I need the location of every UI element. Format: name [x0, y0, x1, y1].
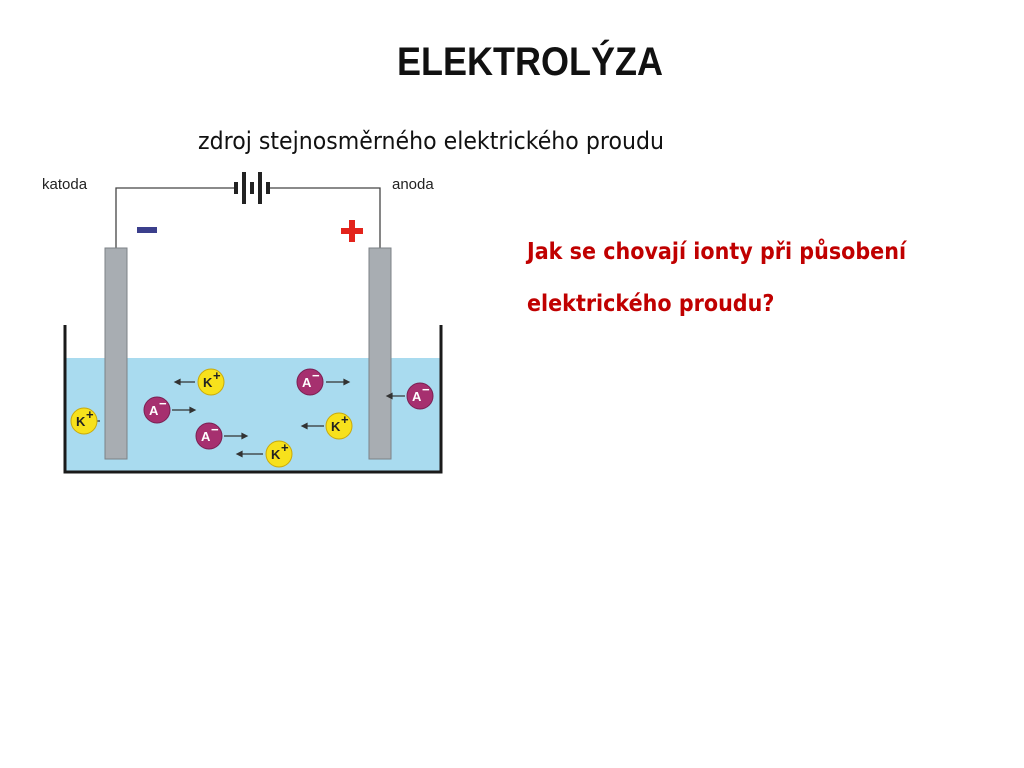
electrolysis-vessel	[63, 325, 443, 474]
anion-a-minus: A −	[296, 368, 324, 396]
svg-text:−: −	[312, 368, 320, 383]
svg-text:+: +	[341, 412, 349, 427]
minus-sign-icon	[137, 227, 157, 233]
cation-k-plus: K +	[197, 368, 225, 396]
battery-icon	[234, 172, 270, 204]
svg-text:A: A	[412, 389, 422, 404]
question-line-1: Jak se chovají ionty při působení	[527, 239, 907, 265]
svg-text:K: K	[203, 375, 213, 390]
svg-text:+: +	[86, 407, 94, 422]
plus-sign-icon	[341, 220, 363, 242]
slide-subtitle: zdroj stejnosměrného elektrického proudu	[198, 127, 664, 155]
cation-k-plus: K +	[325, 412, 353, 440]
question-text: Jak se chovají ionty při působení elektr…	[527, 226, 906, 330]
cathode-electrode	[104, 247, 128, 460]
svg-text:K: K	[271, 447, 281, 462]
svg-text:−: −	[422, 382, 430, 397]
svg-text:−: −	[211, 422, 219, 437]
cation-k-plus: K +	[70, 407, 98, 435]
slide-title: ELEKTROLÝZA	[396, 40, 663, 84]
anion-a-minus: A −	[406, 382, 434, 410]
anion-a-minus: A −	[143, 396, 171, 424]
svg-text:K: K	[76, 414, 86, 429]
svg-text:+: +	[281, 440, 289, 455]
svg-text:A: A	[149, 403, 159, 418]
svg-text:+: +	[213, 368, 221, 383]
question-line-2: elektrického proudu?	[527, 291, 775, 317]
anode-electrode	[368, 247, 392, 460]
anion-a-minus: A −	[195, 422, 223, 450]
cation-k-plus: K +	[265, 440, 293, 468]
svg-text:K: K	[331, 419, 341, 434]
svg-text:A: A	[302, 375, 312, 390]
circuit-wire	[115, 187, 381, 248]
svg-text:−: −	[159, 396, 167, 411]
svg-text:A: A	[201, 429, 211, 444]
cathode-label: katoda	[42, 176, 88, 193]
ion-movement-arrows	[91, 378, 405, 458]
anode-label: anoda	[392, 176, 434, 193]
